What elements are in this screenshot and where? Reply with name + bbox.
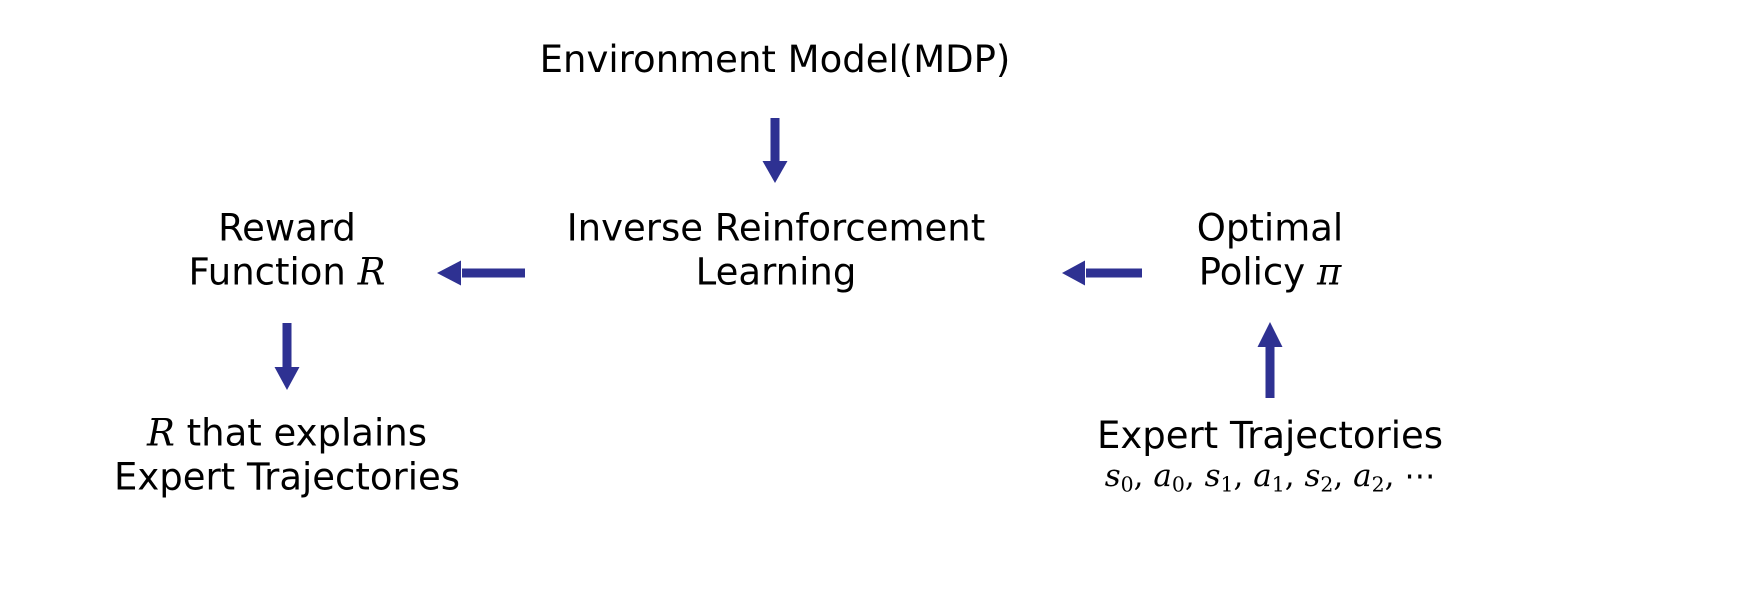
arrow-irl-to-reward	[437, 258, 525, 288]
node-inverse-reinforcement-learning: Inverse Reinforcement Learning	[567, 206, 986, 293]
node-optimal-policy-line2: Policy π	[1197, 250, 1343, 294]
node-reward-function-line2-prefix: Function	[188, 250, 358, 293]
sequence-separator: ,	[1333, 457, 1354, 494]
node-environment-model: Environment Model(MDP)	[540, 38, 1011, 82]
node-expert-trajectories-label: Expert Trajectories	[1096, 413, 1444, 457]
node-reward-explains-line1: R that explains	[114, 411, 460, 455]
sequence-subscript: 1	[1271, 472, 1285, 497]
arrow-reward-to-explanation	[272, 323, 302, 391]
sequence-symbol-a2: a2	[1353, 457, 1385, 497]
node-irl-line1: Inverse Reinforcement	[566, 206, 986, 250]
sequence-symbol-a0: a0	[1153, 457, 1185, 497]
sequence-symbol-s2: s2	[1304, 457, 1334, 497]
sequence-subscript: 2	[1371, 472, 1385, 497]
node-expert-trajectories: Expert Trajectories s0, a0, s1, a1, s2, …	[1097, 414, 1443, 497]
sequence-separator: ,	[1133, 457, 1154, 494]
sequence-symbol-s1: s1	[1204, 457, 1234, 497]
reward-symbol-R: R	[357, 250, 386, 293]
sequence-separator: ,	[1284, 457, 1305, 494]
node-reward-explains-line1-suffix: that explains	[174, 411, 427, 455]
node-reward-explains-line2: Expert Trajectories	[113, 455, 461, 498]
arrow-policy-to-irl	[1062, 258, 1142, 288]
reward-explains-symbol-R: R	[147, 411, 175, 455]
arrow-env-to-irl	[760, 118, 790, 184]
node-optimal-policy: Optimal Policy π	[1197, 206, 1343, 293]
node-reward-function-line1: Reward	[218, 206, 356, 250]
sequence-symbol-a1: a1	[1253, 457, 1285, 497]
node-expert-trajectories-sequence: s0, a0, s1, a1, s2, a2, ⋯	[1097, 457, 1443, 496]
sequence-subscript: 2	[1320, 472, 1334, 497]
node-environment-model-label: Environment Model(MDP)	[539, 38, 1011, 82]
sequence-separator: ,	[1233, 457, 1254, 494]
node-optimal-policy-line1: Optimal	[1196, 206, 1344, 250]
policy-symbol-pi: π	[1316, 250, 1342, 293]
sequence-ellipsis: ⋯	[1404, 457, 1436, 494]
node-irl-line2: Learning	[695, 250, 857, 293]
node-reward-explains-trajectories: R that explains Expert Trajectories	[114, 411, 460, 498]
arrow-trajectories-to-policy	[1255, 322, 1285, 398]
sequence-symbol-s0: s0	[1104, 457, 1134, 497]
node-optimal-policy-line2-prefix: Policy	[1198, 250, 1317, 293]
sequence-subscript: 0	[1171, 472, 1185, 497]
sequence-separator: ,	[1184, 457, 1205, 494]
sequence-subscript: 0	[1120, 472, 1134, 497]
sequence-separator: ,	[1384, 457, 1405, 494]
node-reward-function: Reward Function R	[189, 206, 386, 293]
node-reward-function-line2: Function R	[189, 250, 386, 294]
sequence-subscript: 1	[1220, 472, 1234, 497]
